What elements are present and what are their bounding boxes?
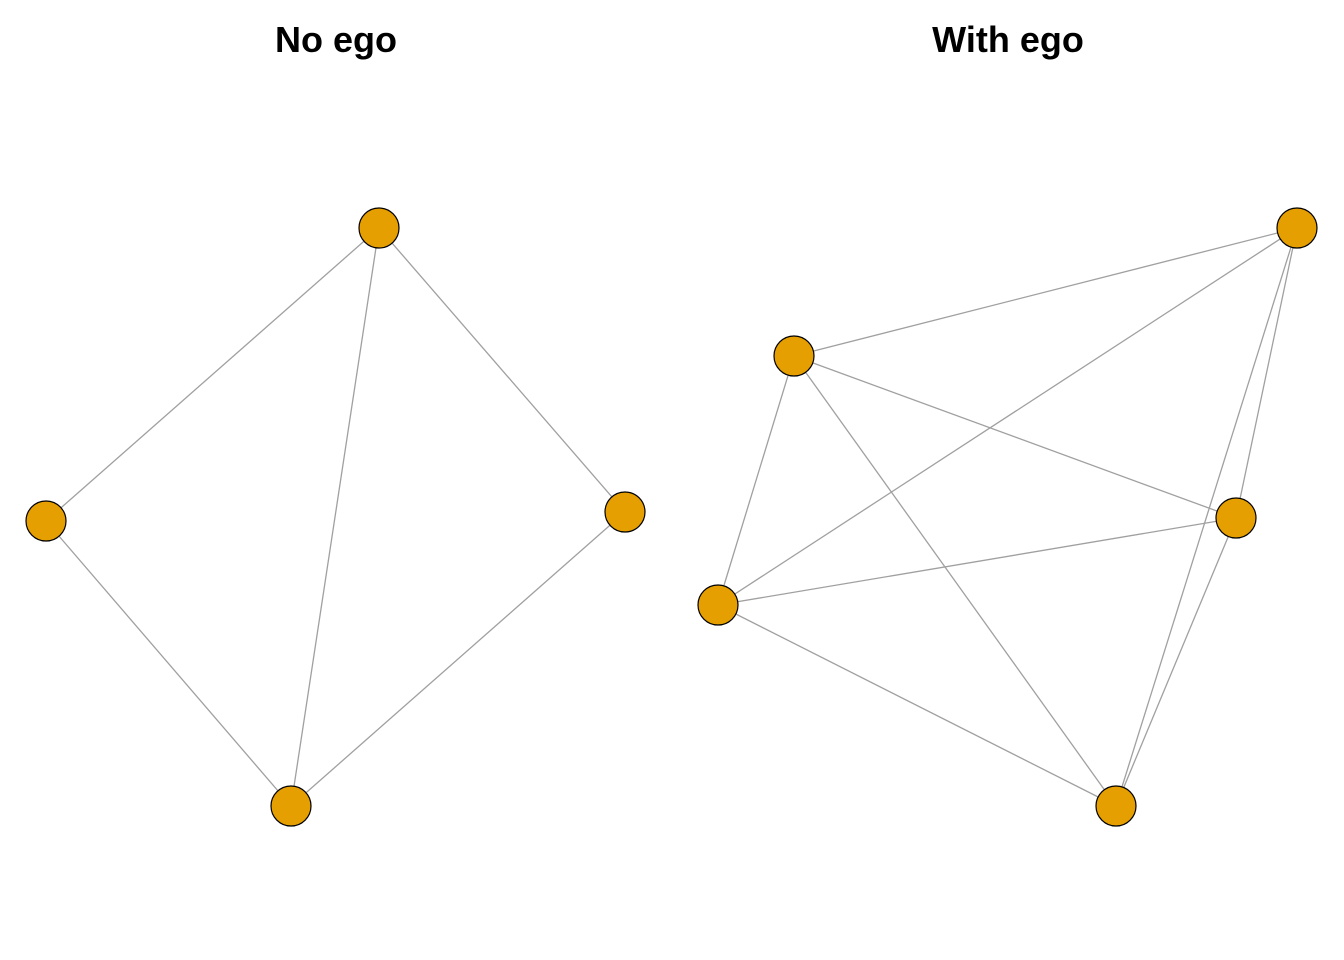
edge-with-ego-0-4 (793, 227, 1298, 357)
edge-with-ego-1-4 (717, 227, 1298, 606)
edge-with-ego-3-4 (1235, 227, 1298, 519)
edge-with-ego-2-3 (1115, 517, 1237, 807)
panel-title-no-ego: No ego (275, 19, 397, 60)
edge-no-ego-2-3 (290, 511, 626, 807)
edge-with-ego-1-3 (717, 517, 1237, 606)
network-panel-no-ego: No ego (25, 19, 646, 827)
network-panel-with-ego: With ego (672, 0, 1344, 960)
node-no-ego-2 (270, 785, 312, 827)
node-with-ego-2 (1095, 785, 1137, 827)
node-with-ego-1 (697, 584, 739, 626)
node-with-ego-4 (1276, 207, 1318, 249)
edge-with-ego-0-3 (793, 355, 1237, 519)
edge-no-ego-0-3 (378, 227, 626, 513)
edge-with-ego-1-2 (717, 604, 1117, 807)
panel-title-with-ego: With ego (932, 19, 1084, 60)
edge-no-ego-1-2 (45, 520, 292, 807)
node-no-ego-3 (604, 491, 646, 533)
edge-with-ego-0-2 (793, 355, 1117, 807)
network-graph-with-ego (697, 207, 1318, 827)
edge-no-ego-0-2 (290, 227, 380, 807)
edge-with-ego-2-4 (1115, 227, 1298, 807)
node-with-ego-0 (773, 335, 815, 377)
node-with-ego-3 (1215, 497, 1257, 539)
node-no-ego-1 (25, 500, 67, 542)
node-no-ego-0 (358, 207, 400, 249)
edge-no-ego-0-1 (45, 227, 380, 522)
network-graph-no-ego (25, 207, 646, 827)
edge-with-ego-0-1 (717, 355, 795, 606)
